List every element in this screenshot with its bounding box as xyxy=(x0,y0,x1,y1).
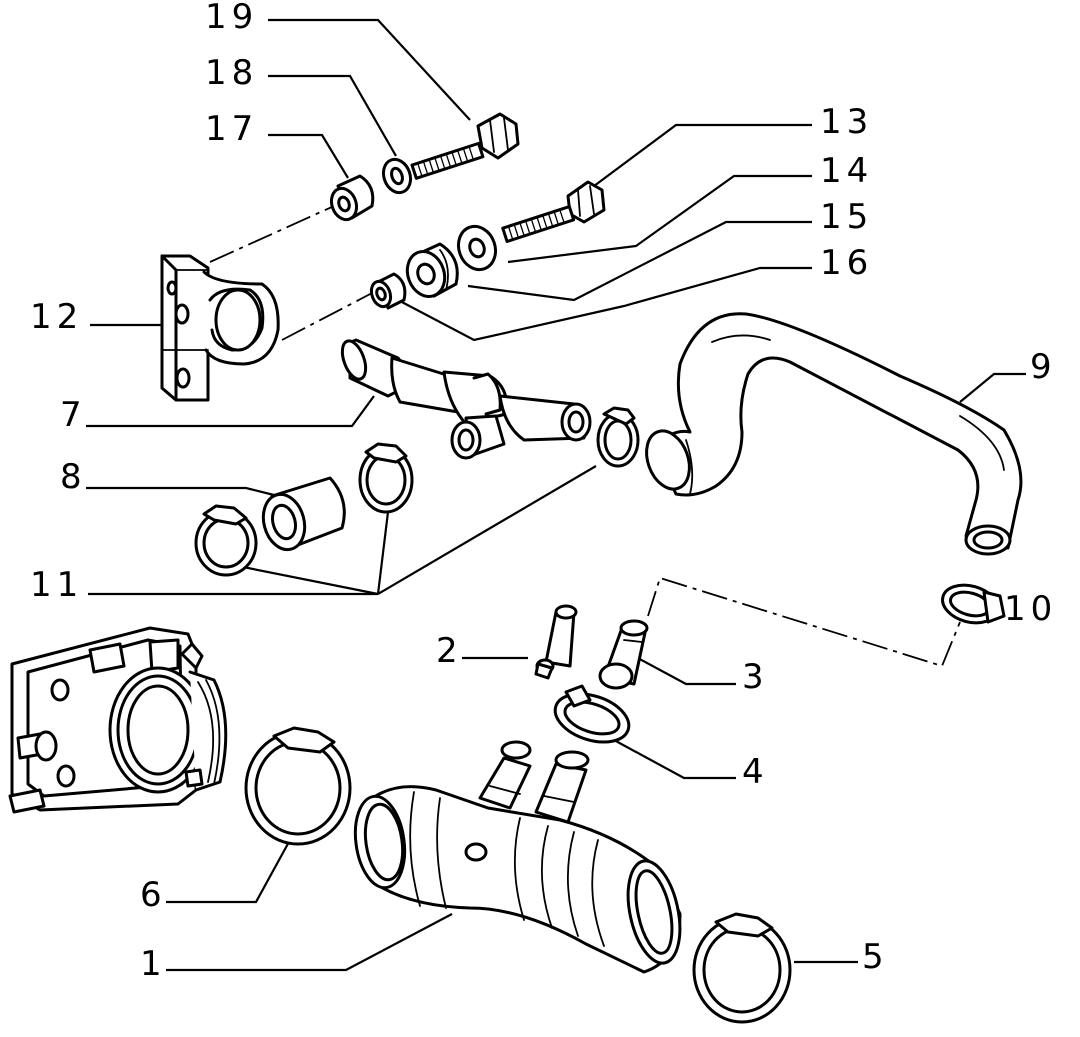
callout-2: 2 xyxy=(436,631,463,671)
centre-line-bracket-upper xyxy=(209,205,335,263)
part-12-bracket xyxy=(160,254,280,402)
part-15-grommet xyxy=(405,242,459,298)
callout-12: 12 xyxy=(30,297,83,337)
leader-14 xyxy=(507,174,812,264)
leader-11c xyxy=(377,465,597,595)
leader-3 xyxy=(633,655,736,686)
callout-18: 18 xyxy=(205,53,258,93)
leader-13 xyxy=(585,123,812,193)
callout-15: 15 xyxy=(820,197,873,237)
part-5-hose-clip xyxy=(692,912,792,1024)
leader-15 xyxy=(467,220,812,302)
leader-16 xyxy=(397,266,812,342)
callout-8: 8 xyxy=(60,457,87,497)
leader-9 xyxy=(959,372,1026,403)
part-11-hose-clips xyxy=(194,406,640,577)
leader-7 xyxy=(86,395,375,428)
part-17-spacer xyxy=(329,174,375,222)
callout-13: 13 xyxy=(820,102,873,142)
callout-14: 14 xyxy=(820,151,873,191)
callout-5: 5 xyxy=(862,937,889,977)
leader-11b xyxy=(376,511,390,595)
callout-16: 16 xyxy=(820,243,873,283)
assembly-centre-lines xyxy=(209,205,961,668)
centre-line-bracket-lower xyxy=(281,291,375,341)
part-3-nipple xyxy=(598,619,649,690)
leader-8 xyxy=(86,486,279,498)
part-14-washer xyxy=(456,224,498,272)
hose-clip-middle xyxy=(358,442,414,514)
throttle-body xyxy=(8,626,228,814)
callout-4: 4 xyxy=(742,752,769,792)
part-2-nipple xyxy=(534,604,578,680)
part-10-hose-clip xyxy=(941,583,1006,625)
part-18-washer xyxy=(381,157,413,195)
part-7-idle-valve xyxy=(340,338,592,460)
callout-10: 10 xyxy=(1004,589,1057,629)
part-16-sleeve xyxy=(369,272,407,310)
part-6-hose-clip xyxy=(244,726,352,846)
hose-clip-right xyxy=(596,406,640,468)
callout-1: 1 xyxy=(140,944,167,984)
callout-6: 6 xyxy=(140,875,167,915)
leader-6 xyxy=(166,839,291,904)
centre-line-hose-connector xyxy=(647,576,961,668)
leader-19 xyxy=(268,18,471,121)
part-19-bolt xyxy=(410,112,520,180)
part-8-sleeve xyxy=(261,476,346,552)
part-4-hose-clip xyxy=(553,684,631,744)
callout-17: 17 xyxy=(205,109,258,149)
part-1-intake-duct xyxy=(353,740,682,974)
callout-19: 19 xyxy=(205,0,258,37)
part-9-hose xyxy=(645,312,1023,556)
callout-9: 9 xyxy=(1030,347,1057,387)
leader-17 xyxy=(268,133,349,179)
leader-lines xyxy=(86,18,1026,972)
leader-18 xyxy=(268,74,397,157)
leader-4 xyxy=(613,739,736,780)
part-13-bolt xyxy=(501,180,606,244)
hose-clip-left xyxy=(194,504,258,577)
callout-7: 7 xyxy=(60,395,87,435)
callout-11: 11 xyxy=(30,565,83,605)
callout-3: 3 xyxy=(742,657,769,697)
leader-1 xyxy=(166,913,453,972)
